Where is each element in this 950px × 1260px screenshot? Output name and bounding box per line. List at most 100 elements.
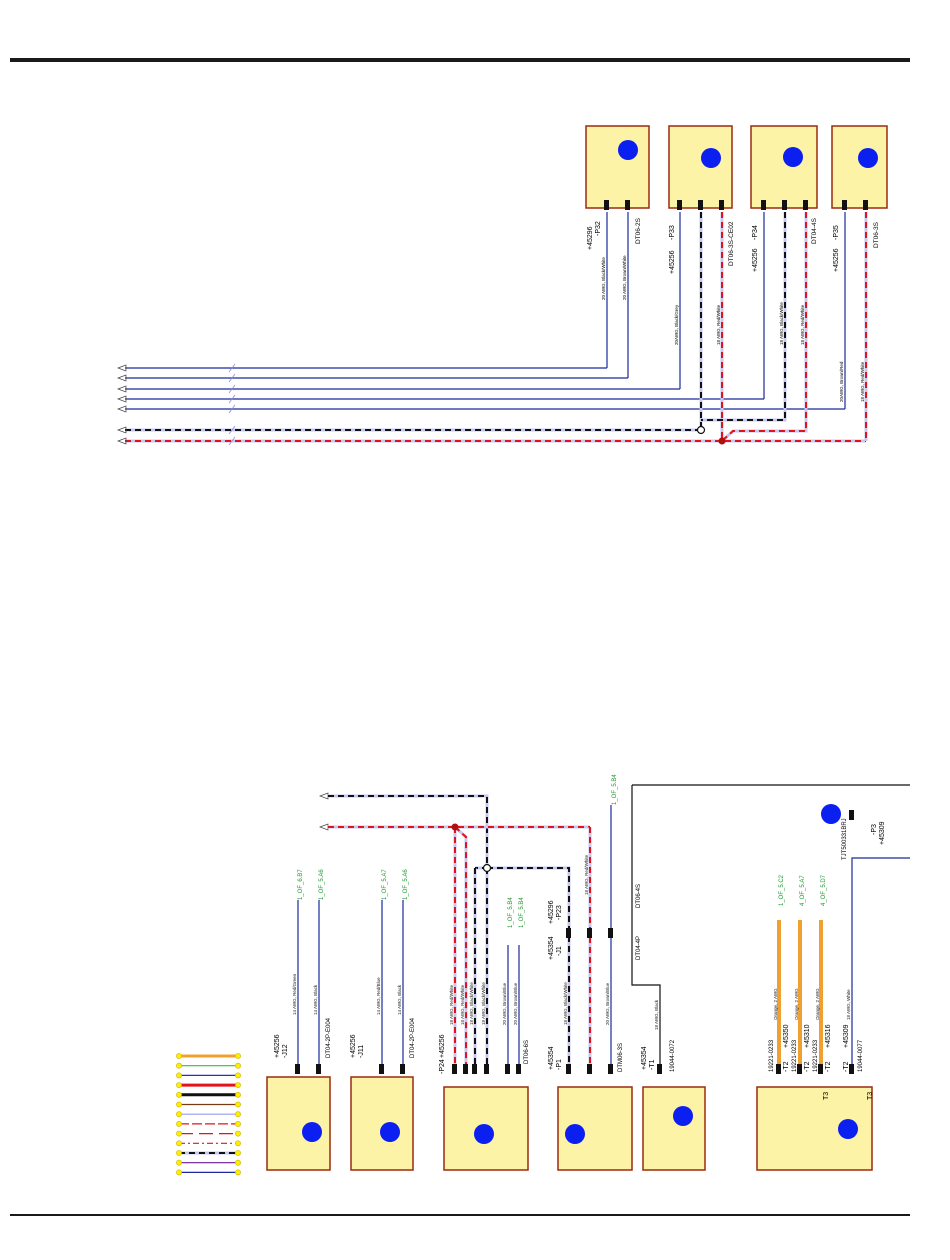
wire-label: 18 AWG, Black/White: [481, 982, 486, 1025]
signal-label: 1_OF_5.B4: [612, 774, 618, 805]
wire-label: 20AWG, Black/Grey: [674, 304, 679, 345]
signal-label: 1_OF_5.C2: [779, 874, 785, 906]
part-label: DT04-4P: [636, 936, 642, 960]
connector-badge: [838, 1119, 858, 1139]
connector-part: DT04-4S: [811, 217, 818, 244]
legend-dot: [235, 1062, 241, 1069]
bottom-section: 1_OF_6.B7 1_OF_5.A6 1_OF_5.A7 1_OF_5.A6 …: [176, 774, 910, 1176]
legend-dot: [176, 1072, 182, 1079]
wire-label: 18 AWG, Red/White: [800, 304, 805, 345]
connector-badge: [474, 1124, 494, 1144]
legend-dot: [176, 1130, 182, 1137]
connector-badge: [565, 1124, 585, 1144]
wire-label: 14 AWG, Red/Green: [292, 973, 297, 1015]
wire-label: 20 AWG, Brown/Blue: [605, 982, 610, 1025]
splice-node-black: [482, 863, 492, 873]
connector-part: DT06-3S-CE02: [728, 221, 735, 266]
connector-badge: [701, 148, 721, 168]
legend-dot: [235, 1140, 241, 1147]
signal-label: 1_OF_5.A6: [319, 869, 325, 900]
wire-label: 14 AWG, Red/Blue: [376, 977, 381, 1015]
connector-T1[interactable]: +45354 -T1 19044-0072: [641, 1039, 706, 1171]
part-label: 19221-0233: [813, 1039, 819, 1072]
connector-P3[interactable]: -P3 +45309 TJT500331BRJ: [821, 804, 886, 860]
part-label: 19044-0077: [858, 1039, 864, 1072]
legend-dot: [176, 1062, 182, 1069]
connector-refdes: -P3: [871, 824, 878, 835]
part-label: -T2: [804, 1061, 811, 1072]
connector-J12[interactable]: +45256 -J12 DT04-2P-E004: [266, 1017, 332, 1171]
wire-label: 18 AWG, Black: [654, 999, 659, 1030]
legend-dot: [176, 1101, 182, 1108]
connector-badge: [673, 1106, 693, 1126]
legend-dot: [176, 1091, 182, 1098]
wire-label: 18 AWG, Red/White: [460, 984, 465, 1025]
connector-part: 19044-0072: [670, 1039, 676, 1072]
connector-P24[interactable]: +45256 -P24 DT06-6S: [439, 1034, 530, 1171]
connector-pn: +45354: [641, 1046, 648, 1070]
connector-part: DT04-2P-E004: [410, 1017, 416, 1058]
legend-dot: [235, 1169, 241, 1176]
signal-label: 1_OF_5.A6: [403, 869, 409, 900]
connector-P33[interactable]: +45256 -P33 DT06-3S-CE02 20AWG, Black/Gr…: [668, 125, 735, 345]
wire-label: 14 AWG, Black: [313, 984, 318, 1015]
connector-part: DT06-6S: [524, 1040, 530, 1064]
part-label: +45309: [843, 1024, 850, 1048]
wire-label: 18 AWG, Black/White: [563, 982, 568, 1025]
part-label: -T2: [843, 1061, 850, 1072]
legend-dot: [176, 1121, 182, 1127]
connector-pn: +45309: [879, 821, 886, 845]
bottom-bundle-lines: [319, 792, 592, 1066]
wire-label: 18 AWG, Red/White: [584, 854, 589, 895]
wire-label: 18 AWG, Black/White: [779, 302, 784, 345]
connector-part: 19221-0233: [769, 1039, 775, 1072]
splice-node-black: [696, 425, 706, 435]
wire-label: 14 AWG, Black: [397, 984, 402, 1015]
signal-label: 1_OF_5.B4: [508, 897, 514, 928]
wire-label: Orange, 2 AWG: [773, 988, 778, 1020]
connector-badge: [858, 148, 878, 168]
wire-labels: 14 AWG, Red/Green 14 AWG, Black 14 AWG, …: [292, 854, 851, 1030]
wire-label: Orange, 2 AWG: [794, 988, 799, 1020]
legend-dot: [235, 1159, 241, 1166]
legend-dot: [235, 1082, 241, 1088]
connector-part: TJT500331BRJ: [842, 818, 848, 860]
connector-P1[interactable]: +45354 -P1 DTM06-3S +45296 -P23 +45354 -…: [548, 884, 642, 1171]
legend-dot: [176, 1053, 182, 1059]
connector-pn: +45256: [752, 248, 759, 272]
connector-badge: [821, 804, 841, 824]
bottom-rule: [10, 1214, 910, 1216]
connector-refdes: -P33: [669, 225, 676, 240]
splice-refdes: -P23: [556, 905, 563, 920]
legend-dot: [176, 1082, 182, 1088]
part-label: -T2: [825, 1061, 832, 1072]
splice-node-red: [718, 437, 726, 445]
connector-pn: +45350: [783, 1024, 790, 1048]
legend-dot: [235, 1121, 241, 1127]
signal-labels: 1_OF_6.B7 1_OF_5.A6 1_OF_5.A7 1_OF_5.A6 …: [298, 774, 827, 928]
connector-refdes: -T1: [649, 1059, 656, 1070]
wire-label: 18 AWG, Red/White: [716, 304, 721, 345]
connector-P35[interactable]: +45256 -P35 DT06-3S 20AWG, Brown/Red 18 …: [831, 125, 888, 402]
wire-label: Orange, 2 AWG: [815, 988, 820, 1020]
connector-pn: +45256: [439, 1034, 446, 1058]
connector-pn: +45296: [587, 226, 594, 250]
wire-label: 18 AWG, Red/White: [860, 361, 865, 402]
splice-pn: +45354: [548, 936, 555, 960]
connector-P32[interactable]: +45296 -P32 DT06-2S 20 AWG, Black/White …: [585, 125, 650, 300]
connector-part: DT04-2P-E004: [326, 1017, 332, 1058]
wire-label: 20 AWG, Brown/White: [622, 255, 627, 300]
top-bundle-lines: [117, 363, 866, 446]
connector-P34[interactable]: +45256 -P34 DT04-4S 18 AWG, Black/White …: [750, 125, 818, 345]
wire-label: 20AWG, Brown/Red: [839, 361, 844, 402]
connector-T2T3[interactable]: +45350 -T2 19221-0233 +45310 -T2 19221-0…: [756, 1024, 874, 1171]
connector-part: DTM06-3S: [618, 1043, 624, 1072]
connector-pn: +45256: [833, 248, 840, 272]
legend-dot: [235, 1150, 241, 1156]
wire-color-legend: [176, 1053, 241, 1176]
connector-refdes: -P32: [595, 221, 602, 236]
legend-dot: [176, 1169, 182, 1176]
connector-refdes: -P24: [439, 1059, 446, 1074]
connector-J11[interactable]: +45256 -J11 DT04-2P-E004: [350, 1017, 416, 1171]
